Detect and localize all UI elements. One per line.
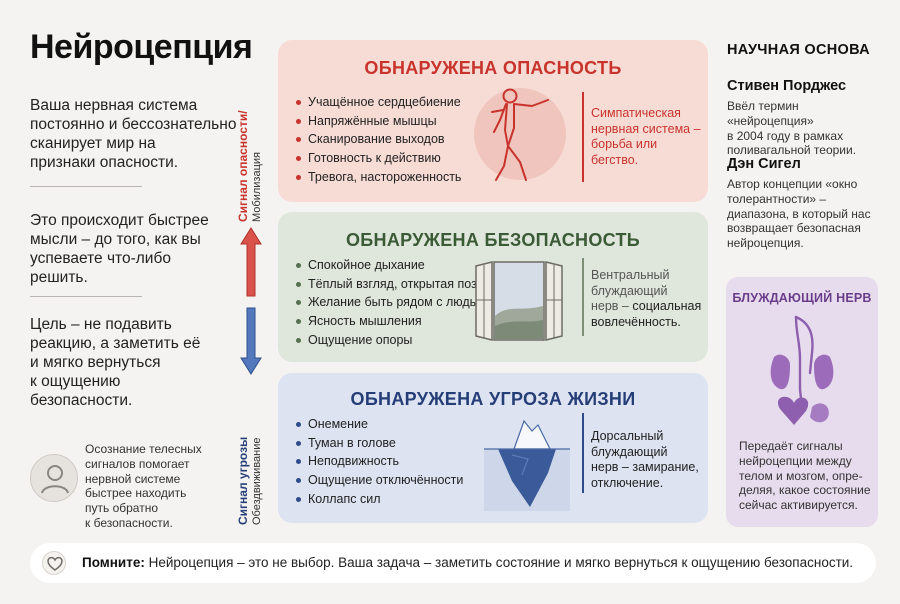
list-item: Ясность мышления bbox=[296, 312, 492, 331]
panel-title: ОБНАРУЖЕНА ОПАСНОСТЬ bbox=[364, 58, 622, 78]
intro-paragraph-3: Цель – не подавить реакцию, а заметить е… bbox=[30, 316, 201, 409]
arrow-down-icon bbox=[240, 307, 262, 375]
card-title: БЛУЖДАЮЩИЙ НЕРВ bbox=[732, 291, 872, 305]
panel-life-threat-detected: ОБНАРУЖЕНА УГРОЗА ЖИЗНИ Онемение Туман в… bbox=[278, 373, 708, 523]
arrow-up-icon bbox=[240, 227, 262, 297]
list-item: Ощущение отключённости bbox=[296, 471, 463, 490]
danger-signal-label: Сигнал опасности/ Мобилизация bbox=[236, 110, 263, 222]
person-name: Дэн Сигел bbox=[727, 156, 801, 172]
separator bbox=[30, 186, 142, 187]
panel-danger-detected: ОБНАРУЖЕНА ОПАСНОСТЬ Учащённое сердцебие… bbox=[278, 40, 708, 202]
reminder-label: Помните: bbox=[82, 555, 145, 570]
list-item: Желание быть рядом с людьми bbox=[296, 293, 492, 312]
symptom-list: Онемение Туман в голове Неподвижность Ощ… bbox=[296, 415, 463, 508]
list-item: Неподвижность bbox=[296, 452, 463, 471]
list-item: Спокойное дыхание bbox=[296, 256, 492, 275]
open-window-icon bbox=[475, 261, 563, 341]
science-heading: НАУЧНАЯ ОСНОВА bbox=[727, 42, 870, 58]
list-item: Готовность к действию bbox=[296, 149, 461, 168]
list-item: Коллапс сил bbox=[296, 490, 463, 509]
list-item: Сканирование выходов bbox=[296, 130, 461, 149]
list-item: Туман в голове bbox=[296, 434, 463, 453]
separator bbox=[30, 296, 142, 297]
list-item: Онемение bbox=[296, 415, 463, 434]
list-item: Тёплый взгляд, открытая поза bbox=[296, 275, 492, 294]
person-icon bbox=[30, 454, 78, 502]
panel-title: ОБНАРУЖЕНА УГРОЗА ЖИЗНИ bbox=[350, 389, 636, 409]
heart-icon bbox=[42, 551, 66, 575]
list-item: Учащённое сердцебиение bbox=[296, 93, 461, 112]
symptom-list: Спокойное дыхание Тёплый взгляд, открыта… bbox=[296, 256, 492, 349]
person-description: Ввёл термин «нейроцепция» в 2004 году в … bbox=[727, 99, 857, 158]
side-note: Симпатическая нервная система – борьба и… bbox=[591, 106, 701, 167]
awareness-note: Осознание телесных сигналов помогает нер… bbox=[30, 442, 245, 532]
person-description: Автор концепции «окно толерантности» – д… bbox=[727, 177, 871, 251]
threat-signal-label: Сигнал угрозы Обездвиживание bbox=[236, 436, 263, 525]
iceberg-icon bbox=[484, 419, 570, 511]
page-title: Нейроцепция bbox=[30, 28, 253, 66]
list-item: Ощущение опоры bbox=[296, 331, 492, 350]
person-name: Стивен Порджес bbox=[727, 78, 847, 94]
intro-paragraph-2: Это происходит быстрее мысли – до того, … bbox=[30, 212, 209, 286]
list-item: Напряжённые мышцы bbox=[296, 112, 461, 131]
side-note: Дорсальный блуждающий нерв – замирание, … bbox=[591, 429, 699, 490]
symptom-list: Учащённое сердцебиение Напряжённые мышцы… bbox=[296, 93, 461, 186]
intro-paragraph-1: Ваша нервная система постоянно и бессозн… bbox=[30, 97, 237, 171]
card-description: Передаёт сигналы нейроцепции между телом… bbox=[739, 439, 871, 513]
side-note: Вентральный блуждающий нерв – социальная… bbox=[591, 268, 702, 329]
list-item: Тревога, настороженность bbox=[296, 168, 461, 187]
panel-safety-detected: ОБНАРУЖЕНА БЕЗОПАСНОСТЬ Спокойное дыхани… bbox=[278, 212, 708, 362]
vagus-nerve-card: БЛУЖДАЮЩИЙ НЕРВ Передаёт сигналы нейроце… bbox=[726, 277, 878, 527]
reminder-bar: Помните: Нейроцепция – это не выбор. Ваш… bbox=[30, 543, 876, 583]
vagus-nerve-icon bbox=[770, 315, 834, 425]
mobilization-arrows bbox=[240, 227, 262, 375]
fighting-figure-icon bbox=[474, 88, 566, 181]
panel-title: ОБНАРУЖЕНА БЕЗОПАСНОСТЬ bbox=[345, 230, 641, 250]
reminder-text: Нейроцепция – это не выбор. Ваша задача … bbox=[148, 555, 854, 570]
